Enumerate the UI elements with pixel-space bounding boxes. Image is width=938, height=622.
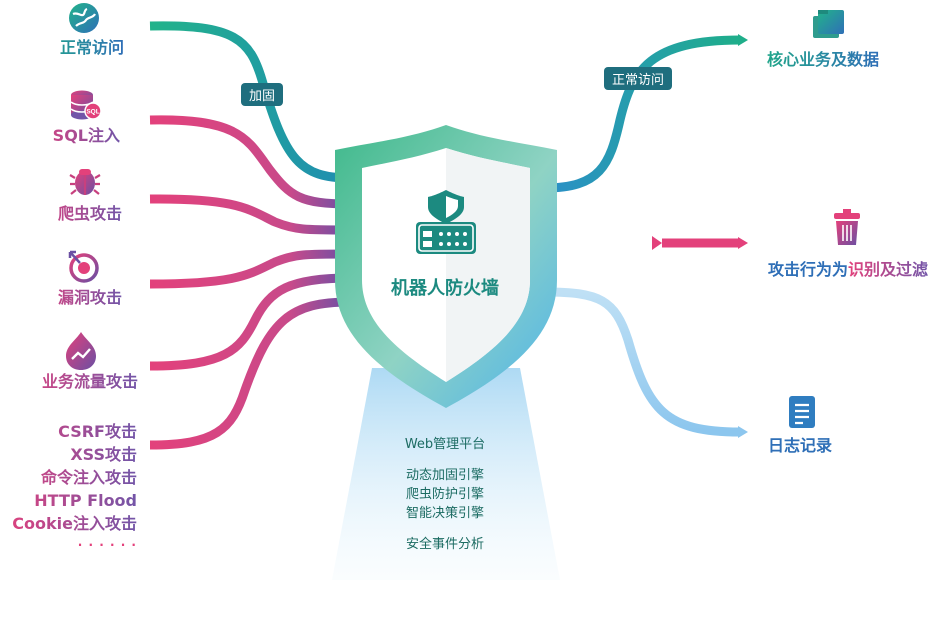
flow-sql <box>149 115 351 209</box>
light-beam <box>332 368 560 580</box>
arrow-log <box>738 426 748 438</box>
flow-vuln <box>149 249 351 289</box>
feature-event-analysis: 安全事件分析 <box>405 537 484 552</box>
flow-list <box>149 297 351 450</box>
flame-chart-icon <box>66 332 96 370</box>
label-sql-injection: SQL注入 <box>30 126 120 146</box>
shield-inner-shade <box>446 148 530 382</box>
flow-business <box>149 273 351 371</box>
label-attack-filter-a: 攻击行为为 <box>768 260 849 279</box>
label-crawler-attack: 爬虫攻击 <box>30 204 122 224</box>
arrow-filter <box>738 237 748 249</box>
label-attack-filter: 攻击行为为识别及过滤 <box>768 260 928 280</box>
label-attack-filter-b: 识别及过滤 <box>848 260 929 279</box>
feature-engine-dynamic: 动态加固引擎 <box>405 468 484 483</box>
arrow-filter-mid <box>652 236 662 250</box>
attack-list-item: CSRF攻击 <box>0 420 137 443</box>
target-icon <box>68 250 99 283</box>
label-core-business: 核心业务及数据 <box>767 50 880 69</box>
attack-list-item: Cookie注入攻击 <box>0 512 137 535</box>
attack-list-item: HTTP Flood <box>0 489 137 512</box>
firewall-device-icon <box>416 190 476 254</box>
feature-web-platform: Web管理平台 <box>404 437 486 452</box>
svg-text:SQL: SQL <box>86 109 99 116</box>
attack-list-item: XSS攻击 <box>0 443 137 466</box>
document-icon <box>789 396 815 428</box>
attack-list-ellipsis: · · · · · · <box>77 538 137 552</box>
arrow-core <box>738 34 748 46</box>
label-normal-access: 正常访问 <box>40 38 124 58</box>
attack-list-item: 命令注入攻击 <box>0 466 137 489</box>
feature-engine-decision: 智能决策引擎 <box>405 506 484 521</box>
attack-list: CSRF攻击 XSS攻击 命令注入攻击 HTTP Flood Cookie注入攻… <box>0 420 137 555</box>
label-vuln-attack: 漏洞攻击 <box>30 288 122 308</box>
flow-out-core <box>544 35 741 193</box>
flow-normal-access <box>149 21 351 183</box>
tag-reinforce: 加固 <box>241 83 284 106</box>
flow-out-log <box>544 287 741 437</box>
feature-engine-crawler: 爬虫防护引擎 <box>405 487 484 502</box>
label-business-attack: 业务流量攻击 <box>10 372 138 392</box>
folder-stack-icon <box>813 10 844 38</box>
tag-normal-access: 正常访问 <box>604 67 673 90</box>
label-log-record: 日志记录 <box>768 436 833 455</box>
flow-crawler <box>149 194 351 235</box>
trash-icon <box>834 209 860 245</box>
bug-icon <box>69 169 101 195</box>
globe-icon <box>69 3 99 33</box>
shield-title: 机器人防火墙 <box>391 278 499 299</box>
database-sql-icon: SQL <box>70 90 102 120</box>
